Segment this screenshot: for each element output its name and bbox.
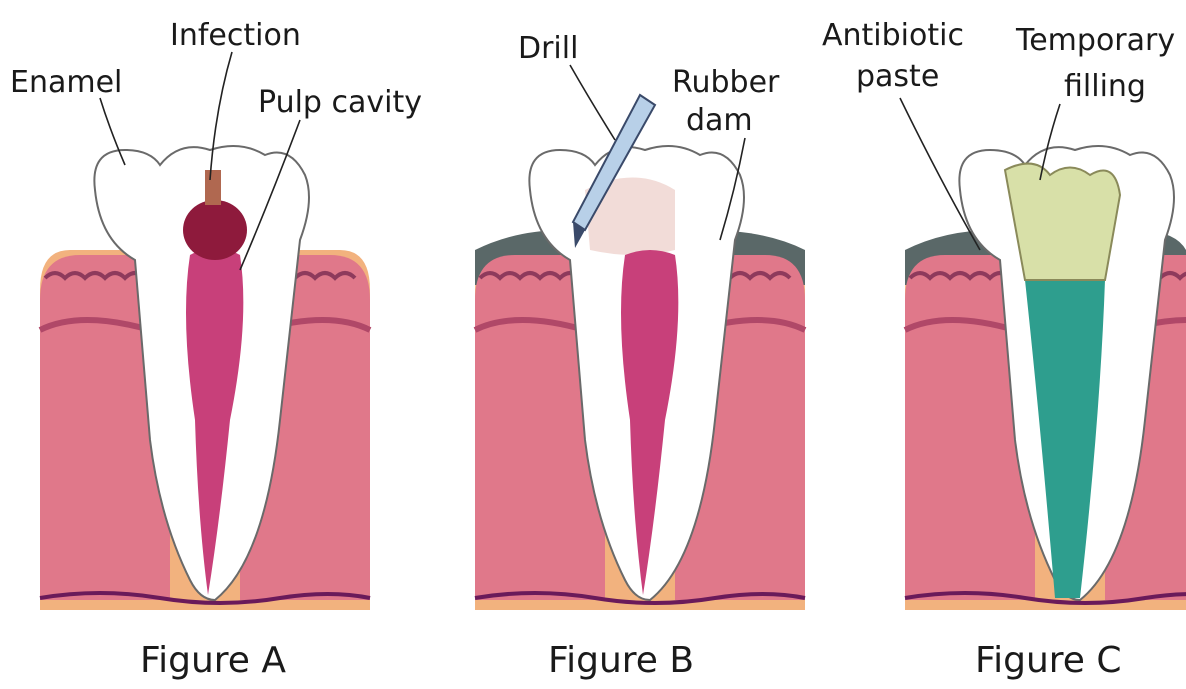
infection-tract (205, 170, 221, 205)
figure-b (475, 95, 805, 610)
label-enamel: Enamel (10, 65, 122, 100)
label-infection: Infection (170, 18, 301, 53)
infection-area (183, 200, 247, 260)
figure-a (40, 146, 370, 610)
caption-figure-a: Figure A (140, 640, 286, 681)
label-antibiotic-paste-line1: Antibiotic (822, 18, 964, 53)
caption-figure-c: Figure C (975, 640, 1122, 681)
figure-c (905, 146, 1186, 610)
leader-drill (570, 65, 615, 140)
label-rubber-dam-line2: dam (686, 103, 753, 138)
label-antibiotic-paste-line2: paste (856, 59, 939, 94)
caption-figure-b: Figure B (548, 640, 694, 681)
label-rubber-dam-line1: Rubber (672, 65, 780, 100)
label-temporary-filling-line1: Temporary (1015, 23, 1175, 58)
temporary-filling (1005, 164, 1120, 280)
label-drill: Drill (518, 31, 578, 66)
label-temporary-filling-line2: filling (1064, 69, 1146, 104)
label-pulp-cavity: Pulp cavity (258, 85, 422, 120)
